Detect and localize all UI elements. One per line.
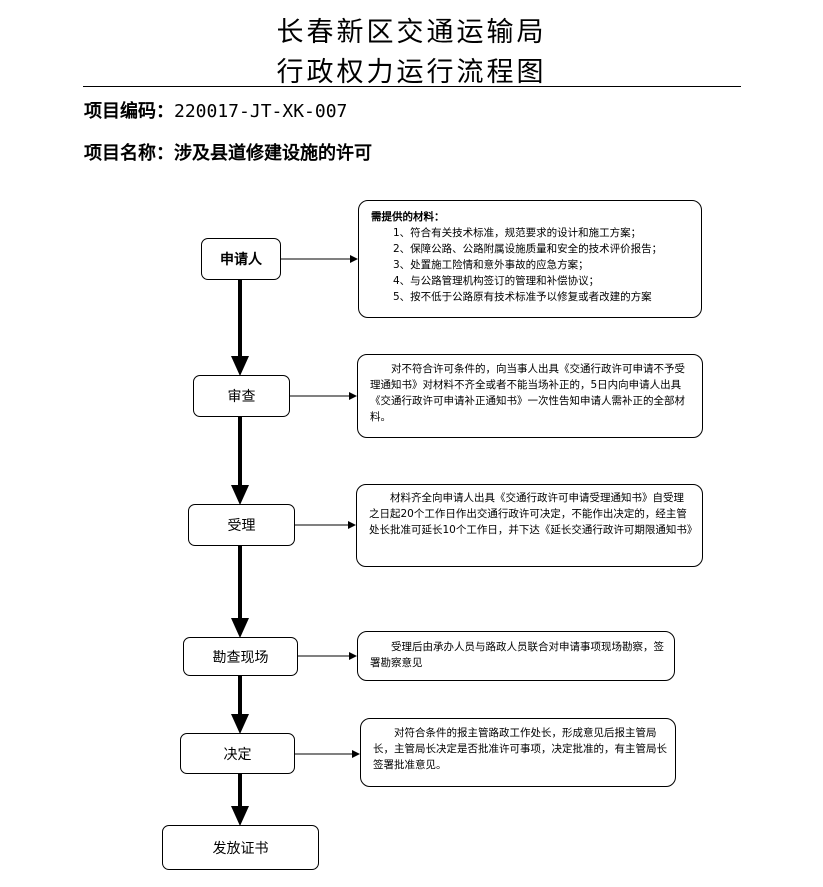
step-survey: 勘查现场 (183, 637, 298, 676)
note-survey-text: 受理后由承办人员与路政人员联合对申请事项现场勘察，签署勘察意见 (370, 641, 664, 669)
arrow-shaft-1 (238, 280, 242, 360)
note-decide-text: 对符合条件的报主管路政工作处长，形成意见后报主管局长，主管局长决定是否批准许可事… (373, 727, 667, 771)
materials-item: 5、按不低于公路原有技术标准予以修复或者改建的方案 (393, 291, 652, 303)
materials-item: 4、与公路管理机构签订的管理和补偿协议； (393, 275, 600, 287)
note-accept: 材料齐全向申请人出具《交通行政许可申请受理通知书》自受理之日起20个工作日作出交… (356, 484, 703, 567)
arrow-head-5 (231, 806, 249, 826)
step-accept: 受理 (188, 504, 295, 546)
note-arrows (281, 255, 360, 758)
document-title-line1: 长春新区交通运输局 (276, 17, 547, 48)
note-survey: 受理后由承办人员与路政人员联合对申请事项现场勘察，签署勘察意见 (357, 631, 675, 681)
note-review-text: 对不符合许可条件的，向当事人出具《交通行政许可申请不予受理通知书》对材料不齐全或… (370, 363, 685, 423)
arrow-head-3 (231, 618, 249, 638)
title-divider (83, 86, 741, 87)
step-review: 审查 (193, 375, 290, 417)
arrow-head-1 (231, 356, 249, 376)
project-code-label: 项目编码： (84, 101, 174, 122)
materials-item: 3、处置施工险情和意外事故的应急方案； (393, 259, 589, 271)
note-arrow-head-4 (349, 652, 357, 660)
project-name-label: 项目名称： (84, 143, 174, 164)
arrow-shaft-2 (238, 417, 242, 489)
arrow-shaft-4 (238, 676, 242, 718)
note-materials: 需提供的材料： 1、符合有关技术标准，规范要求的设计和施工方案； 2、保障公路、… (358, 200, 702, 318)
step-decide: 决定 (180, 733, 295, 774)
step-applicant: 申请人 (201, 238, 281, 280)
note-decide: 对符合条件的报主管路政工作处长，形成意见后报主管局长，主管局长决定是否批准许可事… (360, 718, 676, 787)
note-accept-text: 材料齐全向申请人出具《交通行政许可申请受理通知书》自受理之日起20个工作日作出交… (369, 492, 698, 536)
materials-heading: 需提供的材料： (371, 211, 445, 223)
materials-item: 2、保障公路、公路附属设施质量和安全的技术评价报告； (393, 243, 663, 255)
note-arrow-head-2 (349, 392, 357, 400)
note-arrow-head-1 (350, 255, 358, 263)
arrow-shaft-5 (238, 774, 242, 810)
arrow-head-2 (231, 485, 249, 505)
note-arrow-head-3 (348, 521, 356, 529)
arrow-shaft-3 (238, 546, 242, 622)
project-code-value: 220017-JT-XK-007 (174, 101, 348, 122)
project-code: 项目编码：220017-JT-XK-007 (84, 97, 347, 123)
project-name: 项目名称：涉及县道修建设施的许可 (84, 139, 372, 165)
arrow-head-4 (231, 714, 249, 734)
note-review: 对不符合许可条件的，向当事人出具《交通行政许可申请不予受理通知书》对材料不齐全或… (357, 354, 703, 438)
note-arrow-head-5 (352, 750, 360, 758)
step-issue: 发放证书 (162, 825, 319, 870)
main-flow-arrows (231, 280, 249, 826)
project-name-value: 涉及县道修建设施的许可 (174, 143, 372, 164)
document-title-line2: 行政权力运行流程图 (276, 57, 547, 88)
materials-item: 1、符合有关技术标准，规范要求的设计和施工方案； (393, 227, 642, 239)
